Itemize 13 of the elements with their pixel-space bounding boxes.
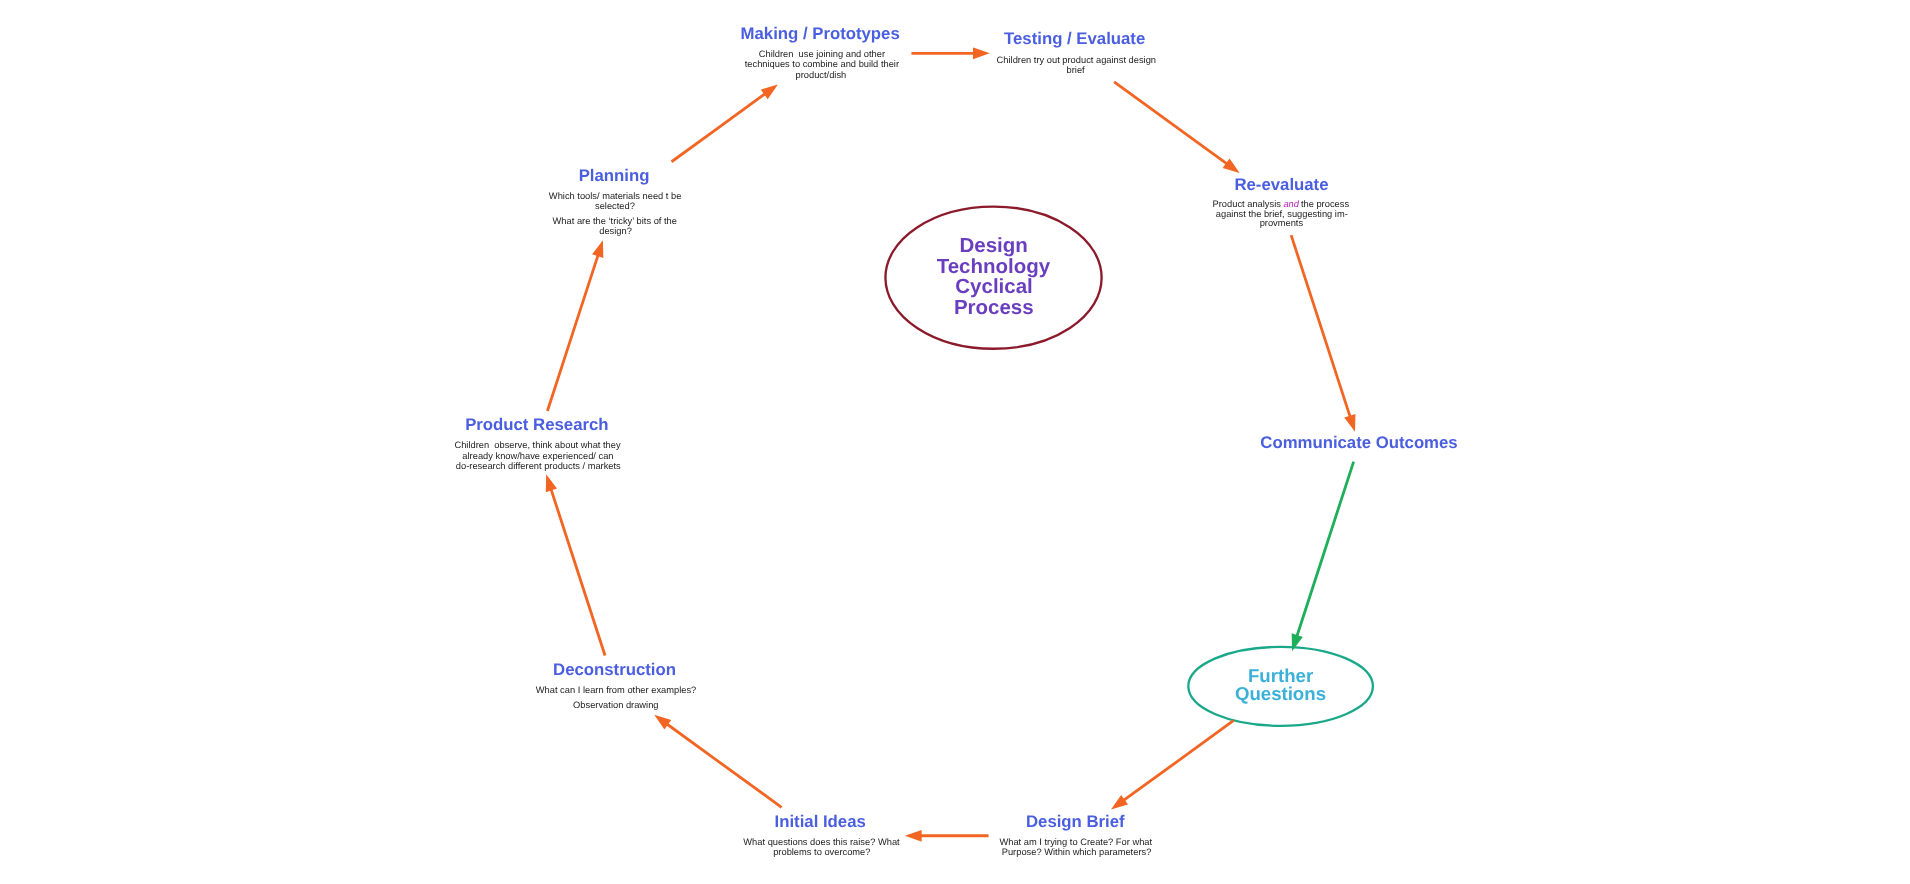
arrow	[1288, 234, 1355, 432]
node-ellipse: Further Questions	[1186, 645, 1374, 727]
arrow	[669, 84, 777, 163]
arrow	[653, 714, 782, 809]
arrow	[1112, 80, 1239, 174]
node-text: Communicate Outcomes	[1259, 431, 1457, 452]
arrow	[544, 474, 606, 656]
arrow	[910, 47, 989, 60]
arrow	[1110, 719, 1234, 810]
node-ellipse: Design Technology Cyclical Process	[883, 205, 1102, 350]
arrow	[545, 240, 603, 412]
arrow	[1290, 461, 1354, 652]
arrow	[903, 829, 988, 842]
